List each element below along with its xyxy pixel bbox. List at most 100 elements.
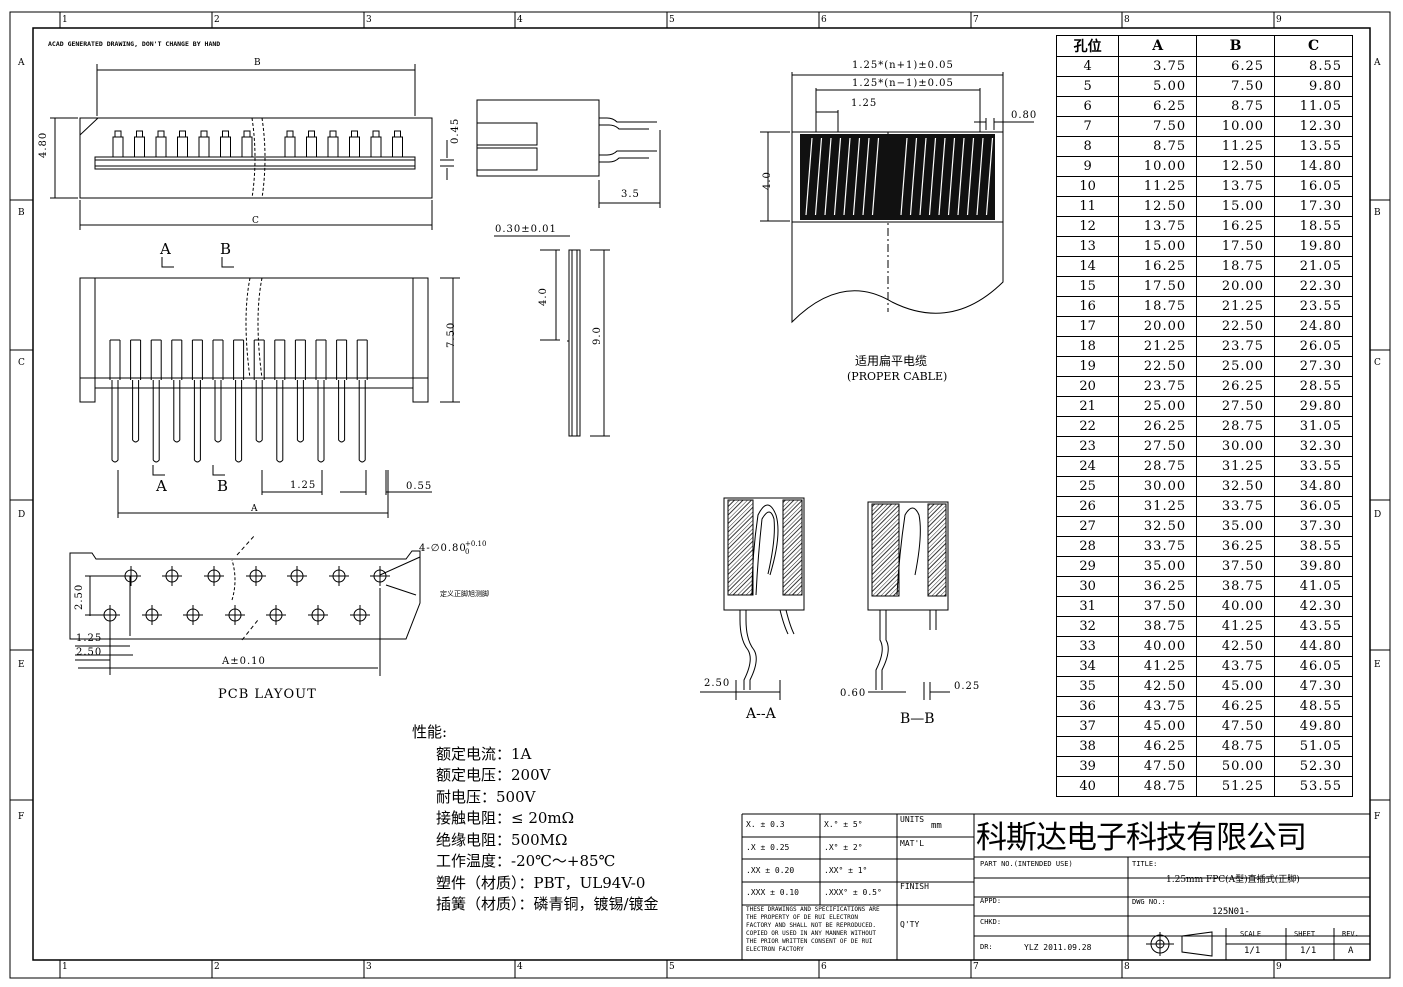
- dimension-cell: 43.55: [1274, 616, 1353, 637]
- dimension-cell: 28.55: [1274, 376, 1353, 397]
- contact-tooth: [327, 130, 339, 157]
- dimension-cell: 42.50: [1196, 636, 1276, 657]
- dimension-cell: 14.80: [1274, 156, 1353, 177]
- inner-border: [32, 27, 1371, 961]
- col-header: A: [1118, 35, 1198, 57]
- dimension-cell: 6.25: [1196, 56, 1276, 77]
- spec-item: 接触电阻：≤ 20mΩ: [436, 809, 575, 827]
- dimension-cell: 41.05: [1274, 576, 1353, 597]
- dimension-cell: 16.25: [1118, 256, 1198, 277]
- dimension-cell: 52.30: [1274, 756, 1353, 777]
- column-marker: 9: [1276, 15, 1282, 25]
- dwg-label: DWG NO.:: [1132, 898, 1166, 906]
- pcb-hole-crosshair: [287, 566, 307, 586]
- column-marker: 7: [973, 962, 979, 972]
- dimension-cell: 30.00: [1118, 476, 1198, 497]
- sheet-label: SHEET: [1294, 930, 1316, 938]
- dimension-cell: 26.05: [1274, 336, 1353, 357]
- contact-tooth: [112, 130, 124, 157]
- dimension-cell: 10.00: [1118, 156, 1198, 177]
- chkd-label: CHKD:: [980, 918, 1002, 926]
- dimension-cell: 25.00: [1196, 356, 1276, 377]
- contact-pin: [315, 339, 327, 463]
- hole-count-cell: 28: [1055, 536, 1120, 557]
- notice-line: COPIED OR USED IN ANY MANNER WITHOUT: [746, 930, 877, 937]
- dimension-cell: 16.25: [1196, 216, 1276, 237]
- cable-conductor-stripe: [938, 137, 946, 216]
- pcb-note: 定义正脚旭测脚: [440, 590, 489, 598]
- specs-heading: 性能:: [412, 723, 448, 741]
- rev-label: REV.: [1342, 930, 1359, 938]
- column-marker: 5: [669, 15, 675, 25]
- row-marker: B: [1374, 208, 1381, 218]
- outer-border: [9, 11, 1391, 979]
- dimension-cell: 36.25: [1118, 576, 1198, 597]
- dimension-cell: 10.00: [1196, 116, 1276, 137]
- notice-line: ELECTRON FACTORY: [746, 946, 804, 953]
- cable-conductor-stripe: [919, 137, 927, 216]
- dimension-cell: 8.75: [1118, 136, 1198, 157]
- dimension-cell: 24.80: [1274, 316, 1353, 337]
- dimension-cell: 11.25: [1196, 136, 1276, 157]
- dimension-cell: 23.55: [1274, 296, 1353, 317]
- cable-view: [760, 72, 1034, 324]
- section-aa: [700, 497, 805, 700]
- hole-count-cell: 8: [1055, 136, 1120, 157]
- dimension-cell: 38.75: [1118, 616, 1198, 637]
- dimension-cell: 9.80: [1274, 76, 1353, 97]
- dimension-cell: 32.30: [1274, 436, 1353, 457]
- row-marker: B: [18, 208, 25, 218]
- dimension-cell: 31.05: [1274, 416, 1353, 437]
- sheet-value: 1/1: [1300, 946, 1317, 956]
- dimension-cell: 26.25: [1118, 416, 1198, 437]
- dimension-cell: 46.25: [1118, 736, 1198, 757]
- pcb-hole-dim: 4-∅0.80: [419, 543, 467, 554]
- dim-thickness-label: 0.30±0.01: [495, 224, 557, 235]
- contact-pin: [130, 339, 142, 443]
- cable-conductor-stripe: [928, 137, 937, 216]
- dimension-cell: 21.25: [1196, 296, 1276, 317]
- contact-tooth: [198, 130, 210, 157]
- pcb-dim-250h: 2.50: [76, 647, 103, 658]
- cable-dim-080: 0.80: [1011, 110, 1038, 121]
- dimension-cell: 42.30: [1274, 596, 1353, 617]
- cable-dim-pitch: 1.25: [851, 98, 878, 109]
- hole-count-cell: 18: [1055, 336, 1120, 357]
- cable-conductor-stripe: [947, 137, 956, 216]
- contact-pin: [171, 339, 183, 443]
- notice-line: THE PRIOR WRITTEN CONSENT OF DE RUI: [746, 938, 873, 945]
- pcb-hole-crosshair: [162, 566, 182, 586]
- column-marker: 8: [1124, 962, 1130, 972]
- contact-tooth: [134, 130, 145, 157]
- pcb-hole-crosshair: [121, 566, 141, 586]
- dimension-cell: 16.05: [1274, 176, 1353, 197]
- hole-count-cell: 9: [1055, 156, 1120, 177]
- front-view: [79, 257, 460, 518]
- dimension-cell: 50.00: [1196, 756, 1276, 777]
- spec-item: 工作温度：-20℃～+85℃: [436, 852, 616, 870]
- notice-line: FACTORY AND SHALL NOT BE REPRODUCED.: [746, 922, 877, 929]
- cable-conductor-stripe: [871, 137, 880, 216]
- dimension-cell: 11.25: [1118, 176, 1198, 197]
- hole-count-cell: 24: [1055, 456, 1120, 477]
- cable-conductor-stripe: [843, 137, 851, 216]
- notice-line: THE PROPERTY OF DE RUI ELECTRON: [746, 914, 858, 921]
- cable-label-en: (PROPER CABLE): [847, 370, 948, 383]
- spec-item: 绝缘电阻：500MΩ: [436, 830, 568, 849]
- row-marker: A: [18, 58, 25, 68]
- dimension-cell: 19.80: [1274, 236, 1353, 257]
- section-bb-dim-025: 0.25: [954, 681, 981, 692]
- hole-count-cell: 35: [1055, 676, 1120, 697]
- hole-count-cell: 23: [1055, 436, 1120, 457]
- dimension-cell: 17.50: [1196, 236, 1276, 257]
- dimension-cell: 32.50: [1118, 516, 1198, 537]
- pcb-layout-title: PCB LAYOUT: [218, 687, 317, 702]
- column-marker: 4: [517, 962, 523, 972]
